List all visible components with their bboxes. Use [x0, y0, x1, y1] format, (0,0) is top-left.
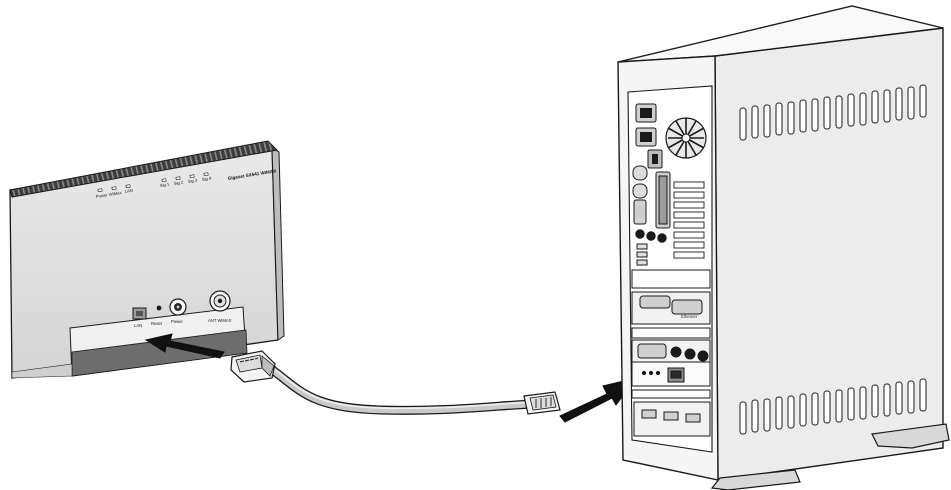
pc-tower: Ethernet [617, 5, 950, 490]
led-label-wimax: WiMax [108, 190, 122, 197]
cable-plug-pc-end [523, 391, 561, 415]
port-label-lan: LAN [134, 323, 142, 328]
pc-fan-icon [665, 117, 707, 159]
pc-io-ports [632, 165, 671, 266]
arrow-into-router [144, 333, 225, 359]
router-reset-hole [156, 305, 162, 311]
router-lan-port [132, 307, 147, 320]
router: Power WiMax LAN Sig 1 Sig 2 Sig 3 Sig 4 … [9, 140, 285, 379]
pc-vga-port [637, 343, 667, 359]
led-sig4 [203, 172, 209, 177]
pc-audio-jack [697, 350, 709, 362]
pc-audio-jack [670, 346, 682, 358]
cable-plug-router-end [230, 350, 276, 383]
led-label-sig2: Sig 2 [173, 179, 184, 186]
pc-usb-port [636, 259, 648, 266]
pc-side-vents-lower [739, 378, 927, 435]
ethernet-cable [230, 350, 561, 415]
router-power-jack [169, 298, 187, 316]
pc-foot-rear [710, 469, 801, 490]
led-sig2 [175, 176, 181, 181]
port-label-reset: Reset [151, 321, 163, 326]
router-leds [97, 172, 209, 193]
pc-usb-port [636, 243, 648, 250]
pc-usb-port [663, 411, 679, 421]
led-sig3 [189, 174, 195, 179]
led-wimax [111, 186, 117, 191]
led-label-sig1: Sig 1 [159, 181, 170, 188]
led-label-sig3: Sig 3 [187, 177, 198, 184]
pc-usb-port [641, 409, 657, 419]
router-led-labels: Power WiMax LAN Sig 1 Sig 2 Sig 3 Sig 4 [95, 175, 212, 199]
pc-db-port [671, 299, 703, 315]
router-antenna-connector [209, 290, 231, 312]
pc-ps2-port [632, 183, 648, 199]
pc-audio-jack [646, 231, 656, 241]
pc-audio-jack [684, 348, 696, 360]
led-label-sig4: Sig 4 [201, 175, 212, 182]
pc-audio-jack [635, 229, 645, 239]
pc-expansion-cards [631, 269, 711, 437]
led-label-lan: LAN [124, 188, 133, 194]
pc-usb-port [636, 251, 648, 258]
pc-power-supply [635, 103, 707, 169]
led-sig1 [161, 178, 167, 183]
pc-side-vents-upper [739, 84, 927, 141]
router-top-vent [9, 140, 279, 198]
pc-serial-port [633, 199, 647, 225]
pc-ps2-port [632, 165, 648, 181]
port-label-power: Power [171, 319, 183, 324]
pc-audio-jack [657, 233, 667, 243]
router-side [271, 147, 285, 341]
led-lan [125, 184, 131, 189]
pc-foot-front [871, 423, 950, 449]
port-label-antenna: ANT WiMAX [208, 318, 232, 323]
led-power [97, 188, 103, 193]
pc-db-port [639, 295, 671, 309]
led-label-power: Power [95, 192, 108, 199]
pc-ethernet-label: Ethernet [681, 314, 698, 319]
pc-slot-covers [673, 181, 705, 259]
pc-usb-port [685, 413, 701, 423]
